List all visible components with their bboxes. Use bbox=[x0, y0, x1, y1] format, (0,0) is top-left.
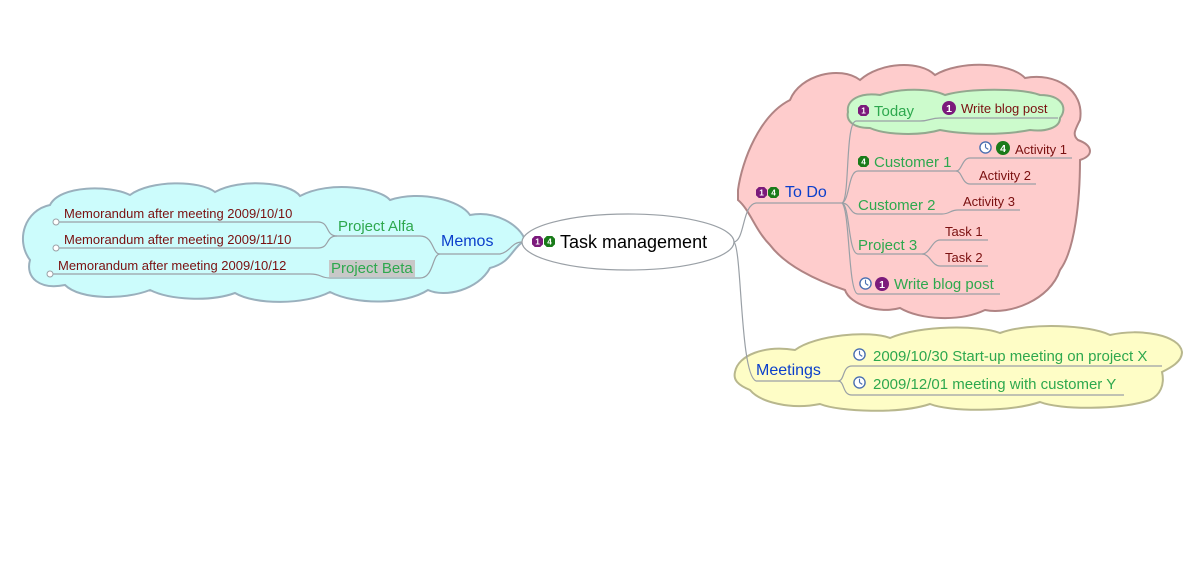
clock-icon bbox=[979, 141, 992, 154]
edge-memos-alfa bbox=[337, 235, 441, 255]
today-write-blog-post[interactable]: Write blog post bbox=[961, 101, 1048, 116]
project-alfa-node[interactable]: Project Alfa bbox=[338, 218, 414, 235]
memo-2009-10-12[interactable]: Memorandum after meeting 2009/10/12 bbox=[58, 258, 287, 273]
activity-1-node[interactable]: Activity 1 bbox=[1015, 142, 1068, 157]
clock-icon bbox=[859, 277, 872, 290]
edge-memos-beta bbox=[330, 253, 441, 279]
edge-today-task bbox=[919, 117, 1058, 122]
root-node-label[interactable]: Task management bbox=[560, 232, 708, 252]
priority-4-icon: 4 bbox=[996, 141, 1010, 155]
customer-2-node[interactable]: Customer 2 bbox=[858, 197, 936, 214]
memo1-bullet bbox=[52, 218, 60, 226]
edge-c2-act3 bbox=[941, 209, 1020, 215]
edge-p3-task1 bbox=[921, 239, 988, 255]
svg-text:1: 1 bbox=[861, 107, 866, 116]
priority-4-icon: 4 bbox=[858, 156, 869, 167]
memo-2009-10-10[interactable]: Memorandum after meeting 2009/10/10 bbox=[64, 206, 293, 221]
edge-p3-task2 bbox=[921, 253, 988, 267]
svg-text:4: 4 bbox=[861, 158, 866, 167]
edge-meetings-m1 bbox=[837, 365, 1162, 382]
activity-3-node[interactable]: Activity 3 bbox=[963, 194, 1016, 209]
meeting-2009-10-30[interactable]: 2009/10/30 Start-up meeting on project X bbox=[873, 348, 1148, 365]
clock-icon bbox=[853, 376, 866, 389]
edge-root-memos bbox=[440, 241, 523, 255]
svg-text:4: 4 bbox=[1000, 143, 1006, 155]
project-3-node[interactable]: Project 3 bbox=[858, 237, 918, 254]
task-2-node[interactable]: Task 2 bbox=[945, 250, 983, 265]
priority-1-icon: 1 bbox=[875, 277, 889, 291]
priority-4-icon: 4 bbox=[544, 236, 555, 247]
edge-alfa-memo1 bbox=[58, 221, 338, 237]
edges bbox=[52, 117, 1162, 396]
activity-2-node[interactable]: Activity 2 bbox=[979, 168, 1032, 183]
svg-text:4: 4 bbox=[771, 189, 776, 198]
today-cloud bbox=[846, 88, 1065, 135]
meetings-node[interactable]: Meetings bbox=[756, 362, 821, 379]
edge-root-todo bbox=[733, 202, 842, 243]
todo-node[interactable]: To Do bbox=[785, 184, 827, 201]
edge-todo-customer1 bbox=[841, 170, 956, 204]
task-1-node[interactable]: Task 1 bbox=[945, 224, 983, 239]
svg-text:1: 1 bbox=[535, 238, 540, 247]
priority-1-icon: 1 bbox=[532, 236, 543, 247]
svg-text:1: 1 bbox=[946, 103, 952, 115]
memo3-bullet bbox=[46, 270, 54, 278]
edge-todo-project3 bbox=[841, 202, 922, 255]
today-node[interactable]: Today bbox=[874, 103, 915, 120]
priority-1-icon: 1 bbox=[942, 101, 956, 115]
customer-1-node[interactable]: Customer 1 bbox=[874, 154, 952, 171]
edge-todo-today bbox=[841, 120, 920, 204]
memos-node[interactable]: Memos bbox=[441, 233, 494, 250]
svg-text:1: 1 bbox=[759, 189, 764, 198]
memo-2009-11-10[interactable]: Memorandum after meeting 2009/11/10 bbox=[64, 232, 292, 247]
write-blog-post-node[interactable]: Write blog post bbox=[894, 276, 994, 293]
edge-todo-blog bbox=[841, 202, 1000, 295]
svg-text:4: 4 bbox=[547, 238, 552, 247]
edge-c1-act1 bbox=[955, 157, 1072, 172]
priority-4-icon: 4 bbox=[768, 187, 779, 198]
project-beta-node[interactable]: Project Beta bbox=[329, 260, 415, 277]
meetings-cloud bbox=[733, 325, 1184, 412]
svg-text:1: 1 bbox=[879, 279, 885, 291]
clock-icon bbox=[853, 348, 866, 361]
edge-beta-memo3 bbox=[52, 273, 331, 279]
priority-1-icon: 1 bbox=[756, 187, 767, 198]
priority-1-icon: 1 bbox=[858, 105, 869, 116]
edge-todo-customer2 bbox=[841, 202, 942, 215]
memo2-bullet bbox=[52, 244, 60, 252]
meeting-2009-12-01[interactable]: 2009/12/01 meeting with customer Y bbox=[873, 376, 1117, 393]
edge-alfa-memo2 bbox=[58, 235, 338, 249]
edge-root-meetings bbox=[733, 241, 838, 382]
edge-meetings-m2 bbox=[837, 380, 1124, 396]
edge-c1-act2 bbox=[955, 170, 1036, 185]
